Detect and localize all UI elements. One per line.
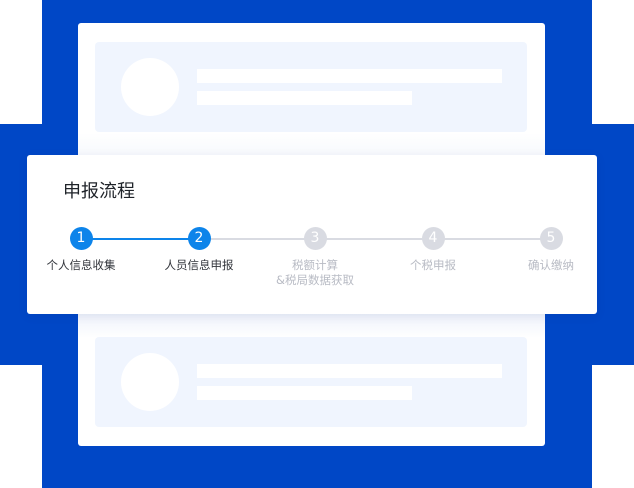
step-label: 确认缴纳 [491,258,611,273]
step-1[interactable]: 1 个人信息收集 [21,227,141,273]
card-fade-top [78,133,545,155]
step-number-badge: 2 [187,227,211,250]
step-number-badge: 4 [421,227,445,250]
step-number-badge: 1 [69,227,93,250]
skeleton-line [197,91,412,105]
card-fade-bottom [78,314,545,338]
process-card: 申报流程 1 个人信息收集 2 人员信息申报 3 税额计算 &税局数据获取 4 … [27,155,597,314]
step-label-line: 确认缴纳 [528,258,574,272]
step-label-line: &税局数据获取 [276,273,354,287]
skeleton-item-bottom [95,337,527,427]
step-label-line: 个人信息收集 [46,258,116,272]
step-2[interactable]: 2 人员信息申报 [139,227,259,273]
skeleton-line [197,69,502,83]
step-label-line: 个税申报 [410,258,456,272]
step-label: 个人信息收集 [21,258,141,273]
skeleton-avatar [121,58,179,116]
step-label: 个税申报 [373,258,493,273]
step-label: 人员信息申报 [139,258,259,273]
step-4[interactable]: 4 个税申报 [373,227,493,273]
step-5[interactable]: 5 确认缴纳 [491,227,611,273]
step-label: 税额计算 &税局数据获取 [255,258,375,288]
step-label-line: 税额计算 [292,258,338,272]
skeleton-line [197,364,502,378]
skeleton-avatar [121,353,179,411]
progress-track-pending [199,238,551,240]
step-number-badge: 3 [303,227,327,250]
process-title: 申报流程 [63,181,135,202]
skeleton-item-top [95,42,527,132]
progress-track-done [81,238,199,240]
step-number-badge: 5 [539,227,563,250]
step-label-line: 人员信息申报 [164,258,234,272]
skeleton-line [197,386,412,400]
step-3[interactable]: 3 税额计算 &税局数据获取 [255,227,375,288]
